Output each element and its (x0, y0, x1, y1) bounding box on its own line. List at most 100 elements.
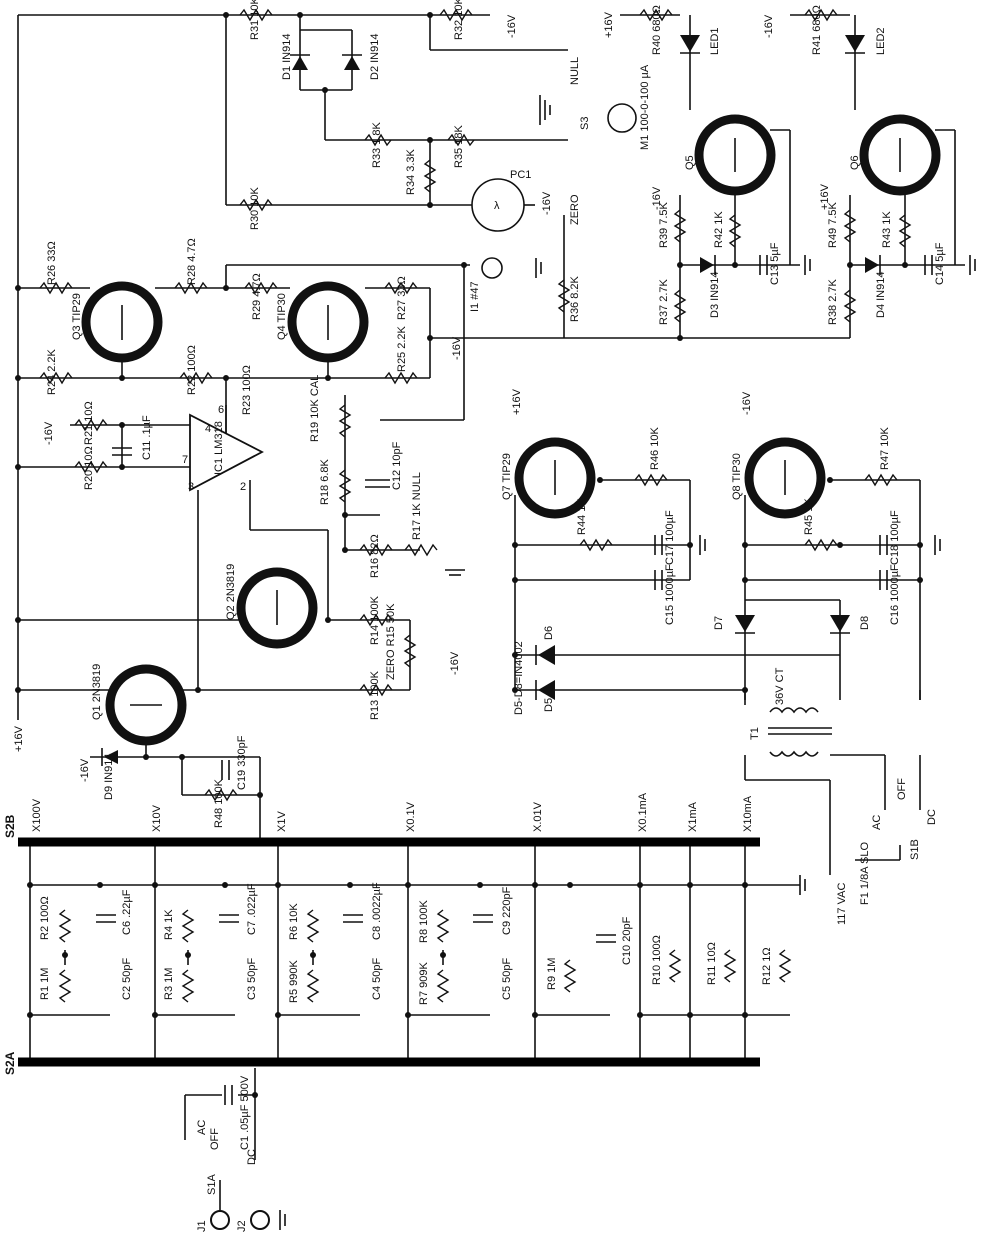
label-tap-x10v: X10V (151, 804, 163, 832)
label-ic1-pin2: 2 (240, 481, 246, 493)
label-d1: D1 IN914 (281, 34, 293, 80)
label-tap-x01v: X0.1V (405, 801, 417, 832)
label-rail-neg-8: -16V (79, 758, 91, 782)
label-r25: R25 2.2K (396, 325, 408, 372)
label-tap-x10ma: X10mA (742, 795, 754, 832)
transformer-secondary (769, 707, 819, 714)
jack-j1[interactable] (210, 1210, 230, 1230)
label-rail-pos-2: +16V (819, 183, 831, 210)
label-rail-neg-9: -16V (741, 391, 753, 415)
label-r28: R28 4.7Ω (186, 238, 198, 285)
label-d9: D9 IN914 (103, 754, 115, 800)
label-c9: C9 220pF (501, 886, 513, 935)
label-r16: R16 82Ω (369, 534, 381, 578)
switch-buses (18, 837, 760, 1067)
capacitor-glyphs (96, 255, 933, 1105)
label-rail-neg-7: -16V (449, 651, 461, 675)
label-c7: C7 .022µF (246, 883, 258, 935)
label-r48: R48 100K (213, 778, 225, 828)
label-r39: R39 7.5K (658, 201, 670, 248)
label-r32: R32 10K (453, 0, 465, 40)
label-t1: T1 (749, 727, 761, 740)
label-r14: R14 100K (369, 595, 381, 645)
label-r41: R41 680Ω (811, 5, 823, 55)
label-j2: J2 (236, 1220, 248, 1232)
label-s2a: S2A (3, 1051, 17, 1075)
label-r6: R6 10K (288, 903, 300, 940)
label-rail-neg-6: -16V (43, 421, 55, 445)
label-r19: R19 10K CAL (309, 375, 321, 442)
label-diode-note: D5-D8=IN4002 (513, 641, 525, 715)
label-r46: R46 10K (649, 427, 661, 470)
label-ic1: IC1 LM318 (213, 421, 225, 475)
label-tap-x01ma: X0.1mA (637, 792, 649, 832)
label-null: NULL (569, 57, 581, 85)
label-c19: C19 330pF (236, 735, 248, 790)
label-r45: R45 1K (803, 498, 815, 535)
label-rail-pos-4: +16V (511, 388, 523, 415)
label-r44: R44 1K (576, 498, 588, 535)
label-r13: R13 100K (369, 670, 381, 720)
jack-j2[interactable] (250, 1210, 270, 1230)
label-rail-neg-4: -16V (651, 186, 663, 210)
transistors (81, 114, 941, 746)
label-ic1-pin6: 6 (218, 404, 224, 416)
label-c10: C10 20pF (621, 916, 633, 965)
label-q2: Q2 2N3819 (225, 564, 237, 620)
label-d4: D4 IN914 (875, 272, 887, 318)
label-r43: R43 1K (881, 211, 893, 248)
label-r33: R33 1.8K (371, 121, 383, 168)
label-rail-neg-5: -16V (451, 336, 463, 360)
label-r37: R37 2.7K (658, 278, 670, 325)
label-c17: C17 100µF (664, 510, 676, 565)
label-r38: R38 2.7K (827, 278, 839, 325)
ground-symbols (279, 95, 976, 1230)
label-r24: R24 2.2K (46, 348, 58, 395)
label-c13: C13 5µF (769, 242, 781, 285)
label-c4: C4 50pF (371, 958, 383, 1000)
label-r1: R1 1M (39, 968, 51, 1000)
label-r18: R18 6.8K (319, 458, 331, 505)
lamp-i1[interactable] (481, 257, 503, 279)
label-c12: C12 10pF (391, 441, 403, 490)
label-r40: R40 680Ω (651, 5, 663, 55)
junction-dots (15, 12, 923, 1098)
meter-m1[interactable] (607, 103, 637, 133)
label-c15: C15 1000µF (664, 564, 676, 625)
label-d3: D3 IN914 (709, 272, 721, 318)
label-r29: R29 4.7Ω (251, 273, 263, 320)
label-rail-pos-3: +16V (13, 725, 25, 752)
label-r49: R49 7.5K (827, 201, 839, 248)
ic1-opamp[interactable] (189, 413, 264, 492)
component-labels: R31 10K R32 10K R33 1.8K R35 18K R30 10K… (3, 0, 946, 1232)
label-r12: R12 1Ω (761, 947, 773, 985)
label-r42: R42 1K (713, 211, 725, 248)
label-c2: C2 50pF (121, 958, 133, 1000)
label-ic1-pin7: 7 (182, 454, 188, 466)
label-d7: D7 (713, 616, 725, 630)
label-r10: R10 100Ω (651, 935, 663, 985)
label-s1a: S1A (206, 1174, 218, 1195)
label-c5: C5 50pF (501, 958, 513, 1000)
label-r23: R23 100Ω (241, 365, 253, 415)
label-c16: C16 1000µF (889, 564, 901, 625)
label-led1: LED1 (709, 27, 721, 55)
transformer-primary (769, 750, 819, 757)
label-c6: C6 .22µF (121, 889, 133, 935)
label-rail-neg-2: -16V (763, 14, 775, 38)
label-r31: R31 10K (249, 0, 261, 40)
label-lambda: λ (494, 200, 500, 212)
label-tap-x1ma: X1mA (687, 801, 699, 832)
label-q7: Q7 TIP29 (501, 453, 513, 500)
label-r47: R47 10K (879, 427, 891, 470)
label-c8: C8 .0022µF (371, 882, 383, 940)
label-r2: R2 100Ω (39, 896, 51, 940)
label-s1b: S1B (909, 839, 921, 860)
label-s2b: S2B (3, 814, 17, 838)
label-c18: C18 100µF (889, 510, 901, 565)
label-led2: LED2 (875, 27, 887, 55)
label-r4: R4 1K (163, 909, 175, 940)
photocell-pc1[interactable] (471, 178, 525, 232)
